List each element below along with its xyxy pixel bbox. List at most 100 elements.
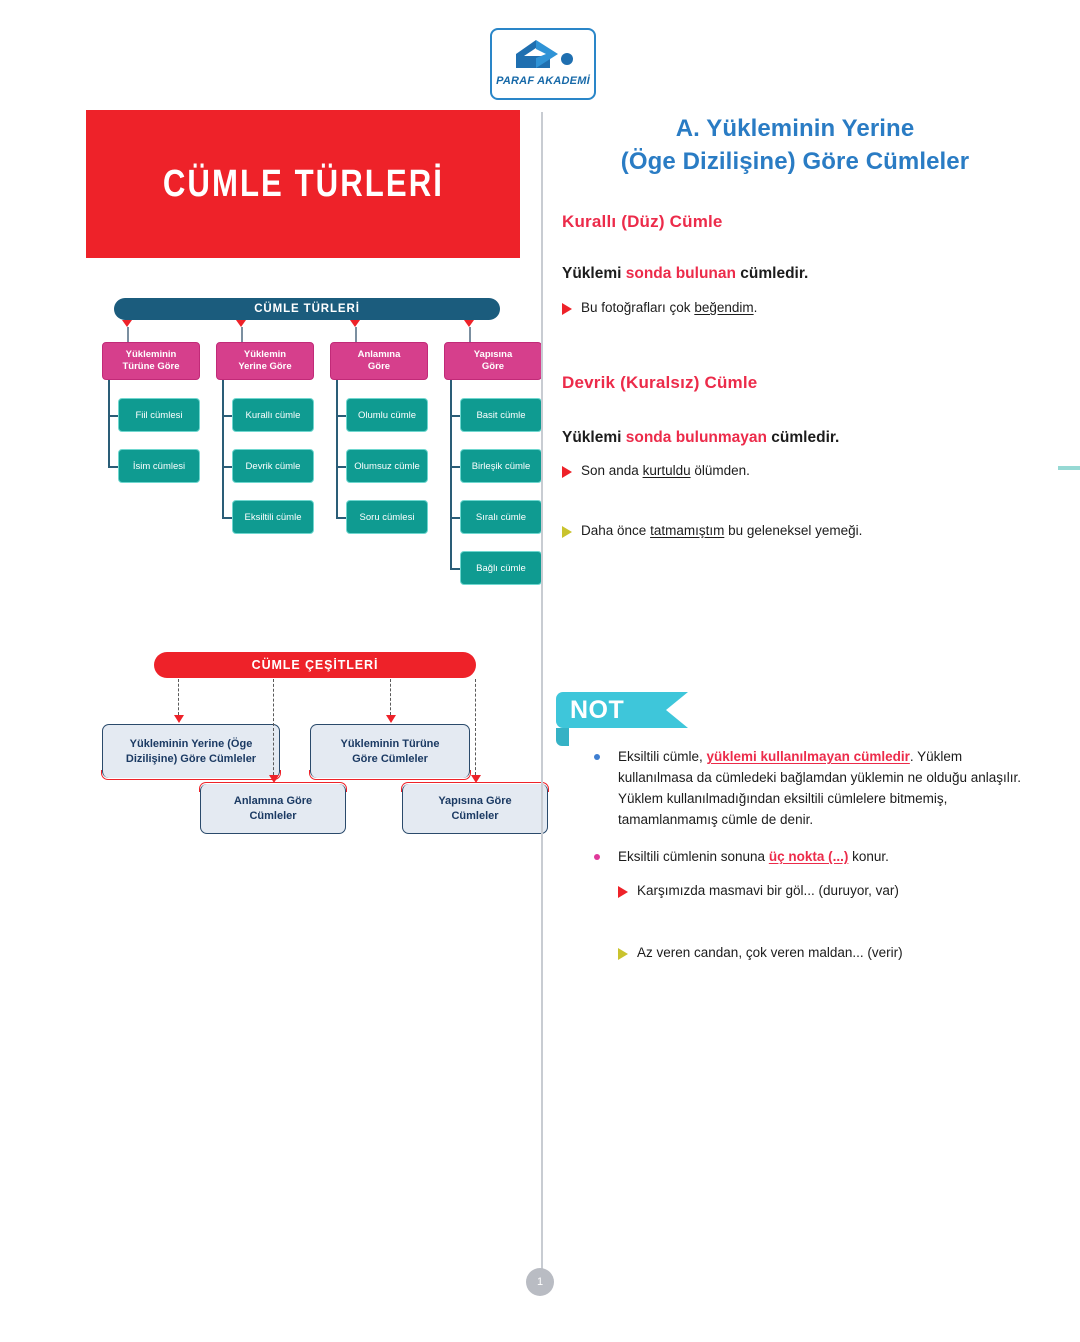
diagram1-stub bbox=[336, 517, 347, 519]
diagram1-stub bbox=[222, 415, 233, 417]
diagram1-leaf-box[interactable]: Sıralı cümle bbox=[460, 500, 542, 534]
example-devrik-2-pre: Daha önce bbox=[581, 523, 651, 538]
diagram1-leaf-box[interactable]: Devrik cümle bbox=[232, 449, 314, 483]
diagram2-arrow-icon bbox=[269, 775, 279, 783]
diagram1-leaf-box[interactable]: Eksiltili cümle bbox=[232, 500, 314, 534]
example-kurali: Bu fotoğrafları çok beğendim. bbox=[562, 299, 1028, 317]
diagram2-arrow-icon bbox=[386, 715, 396, 723]
diagram1-category-line1: Anlamına bbox=[357, 349, 401, 360]
diagram1-leaf-box[interactable]: Basit cümle bbox=[460, 398, 542, 432]
diagram1-stub bbox=[450, 568, 461, 570]
triangle-bullet-icon bbox=[562, 526, 572, 538]
diagram1-stub bbox=[108, 415, 119, 417]
example-devrik-1-underlined: kurtuldu bbox=[642, 463, 691, 478]
bullet-dot-icon bbox=[594, 754, 600, 760]
diagram1-category-line2: Göre bbox=[367, 361, 391, 372]
diagram2-box-line2: Cümleler bbox=[249, 809, 297, 822]
diagram1-stub bbox=[336, 466, 347, 468]
diagram2-box-line2: Göre Cümleler bbox=[352, 752, 428, 765]
diagram2-header-label: CÜMLE ÇEŞİTLERİ bbox=[251, 658, 379, 672]
definition-devrik: Yüklemi sonda bulunmayan cümledir. bbox=[562, 429, 1028, 447]
bullet-dot-icon bbox=[594, 854, 600, 860]
note-example-2: Az veren candan, çok veren maldan... (ve… bbox=[556, 944, 1026, 962]
section-heading-line2: (Öge Dizilişine) Göre Cümleler bbox=[620, 148, 970, 175]
diagram1-leaf-box[interactable]: Kurallı cümle bbox=[232, 398, 314, 432]
note-ribbon: NOT bbox=[556, 692, 688, 746]
logo-wordmark: PARAF AKADEMİ bbox=[496, 75, 590, 87]
definition-devrik-highlight: sonda bulunmayan bbox=[625, 429, 767, 446]
diagram1-stub bbox=[108, 466, 119, 468]
diagram1-leaf-box[interactable]: Bağlı cümle bbox=[460, 551, 542, 585]
diagram1-stub bbox=[450, 517, 461, 519]
section-heading: A. Yükleminin Yerine (Öge Dizilişine) Gö… bbox=[562, 112, 1028, 178]
example-devrik-2-text: Daha önce tatmamıştım bu geleneksel yeme… bbox=[581, 522, 862, 540]
paraf-akademi-logo: PARAF AKADEMİ bbox=[490, 28, 596, 100]
note-example-1-text: Karşımızda masmavi bir göl... (duruyor, … bbox=[637, 883, 899, 898]
triangle-bullet-icon bbox=[618, 886, 628, 898]
diagram2-box-line2: Cümleler bbox=[451, 809, 499, 822]
note-item-2-pre: Eksiltili cümlenin sonuna bbox=[618, 849, 769, 864]
example-devrik-1-post: ölümden. bbox=[690, 463, 750, 478]
definition-kurali-highlight: sonda bulunan bbox=[625, 265, 736, 282]
page-title-banner: CÜMLE TÜRLERİ bbox=[86, 110, 520, 258]
diagram1-arrow-icon bbox=[464, 320, 474, 327]
diagram2-box-line1: Yükleminin Türüne bbox=[340, 737, 440, 750]
note-example-2-text: Az veren candan, çok veren maldan... (ve… bbox=[637, 945, 903, 960]
diagram1-category-line1: Yükleminin bbox=[125, 349, 177, 360]
diagram1-stub bbox=[336, 415, 347, 417]
note-item-1-post: . Yüklem kullanılmasa da cümledeki bağla… bbox=[618, 749, 1021, 827]
subsection-title-devrik: Devrik (Kuralsız) Cümle bbox=[562, 373, 758, 392]
diagram2-box-line1: Anlamına Göre bbox=[233, 794, 313, 807]
note-item-1-pre: Eksiltili cümle, bbox=[618, 749, 707, 764]
example-devrik-2: Daha önce tatmamıştım bu geleneksel yeme… bbox=[562, 522, 1028, 540]
diagram1-connector bbox=[469, 327, 471, 342]
diagram1-header-label: CÜMLE TÜRLERİ bbox=[254, 303, 360, 315]
diagram1-category-line2: Türüne Göre bbox=[122, 361, 180, 372]
diagram1-arrow-icon bbox=[350, 320, 360, 327]
diagram1-leaf-box[interactable]: Fiil cümlesi bbox=[118, 398, 200, 432]
column-divider bbox=[541, 112, 543, 1270]
diagram1-category-line2: Göre bbox=[481, 361, 505, 372]
note-label: NOT bbox=[570, 695, 625, 724]
diagram2-box-line1: Yükleminin Yerine (Öge bbox=[129, 737, 253, 750]
diagram1-connector bbox=[355, 327, 357, 342]
example-kurali-text: Bu fotoğrafları çok beğendim. bbox=[581, 299, 757, 317]
diagram1-stub bbox=[450, 415, 461, 417]
diagram1-spine bbox=[450, 380, 452, 568]
page-title: CÜMLE TÜRLERİ bbox=[162, 162, 444, 205]
example-devrik-2-underlined: tatmamıştım bbox=[650, 523, 725, 538]
diagram1-spine bbox=[108, 380, 110, 466]
diagram1-leaf-box[interactable]: Olumlu cümle bbox=[346, 398, 428, 432]
diagram1-leaf-box[interactable]: Birleşik cümle bbox=[460, 449, 542, 483]
diagram1-leaf-box[interactable]: Soru cümlesi bbox=[346, 500, 428, 534]
section-heading-line1: A. Yükleminin Yerine bbox=[675, 115, 915, 142]
note-item-2: Eksiltili cümlenin sonuna üç nokta (...)… bbox=[556, 846, 1026, 867]
note-item-1: Eksiltili cümle, yüklemi kullanılmayan c… bbox=[556, 746, 1026, 830]
note-item-1-text: Eksiltili cümle, yüklemi kullanılmayan c… bbox=[594, 746, 1026, 830]
note-item-2-highlight: üç nokta (...) bbox=[768, 849, 849, 864]
diagram1-connector bbox=[127, 327, 129, 342]
diagram1-arrow-icon bbox=[122, 320, 132, 327]
diagram1-leaf-box[interactable]: İsim cümlesi bbox=[118, 449, 200, 483]
example-kurali-underlined: beğendim bbox=[694, 300, 754, 315]
paraf-arrow-mark bbox=[516, 40, 573, 68]
note-box: NOT Eksiltili cümle, yüklemi kullanılmay… bbox=[556, 692, 1026, 962]
diagram1-leaf-box[interactable]: Olumsuz cümle bbox=[346, 449, 428, 483]
note-ribbon-tail bbox=[556, 728, 569, 746]
note-example-1: Karşımızda masmavi bir göl... (duruyor, … bbox=[556, 882, 1026, 900]
right-content-column: A. Yükleminin Yerine (Öge Dizilişine) Gö… bbox=[562, 112, 1028, 540]
edge-marker bbox=[1058, 466, 1080, 470]
diagram1-spine bbox=[222, 380, 224, 517]
subsection-title-kurali: Kurallı (Düz) Cümle bbox=[562, 212, 723, 231]
note-item-2-text: Eksiltili cümlenin sonuna üç nokta (...)… bbox=[594, 846, 889, 867]
definition-kurali: Yüklemi sonda bulunan cümledir. bbox=[562, 265, 1028, 283]
